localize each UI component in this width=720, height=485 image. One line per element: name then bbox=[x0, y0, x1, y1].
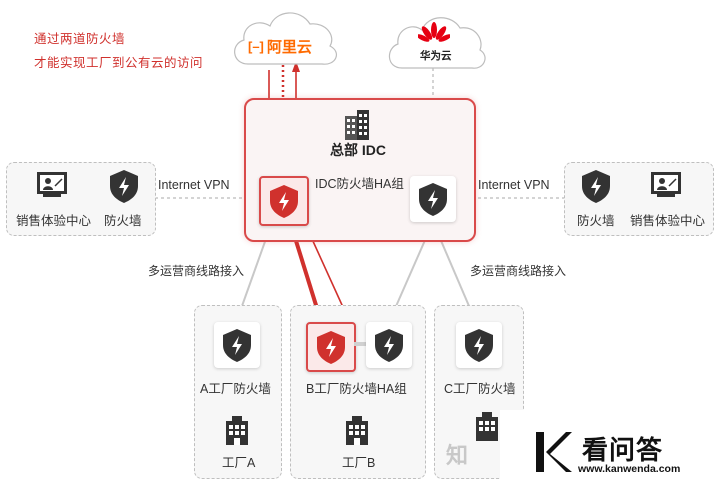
vpn-label-right: Internet VPN bbox=[478, 178, 550, 192]
red-arrow-up bbox=[292, 61, 300, 72]
right-fw-label: 防火墙 bbox=[577, 214, 615, 228]
cloud-icon bbox=[234, 12, 338, 65]
shield-icon bbox=[317, 331, 345, 364]
presentation-icon bbox=[34, 168, 70, 204]
shield-icon bbox=[106, 168, 142, 204]
shield-icon bbox=[465, 329, 493, 362]
right-sales-label: 销售体验中心 bbox=[630, 214, 706, 228]
huawei-flower-icon bbox=[416, 22, 452, 51]
factory-c-firewall[interactable] bbox=[456, 322, 502, 368]
shield-icon bbox=[578, 168, 614, 204]
factory-a-fw-label: A工厂防火墙 bbox=[200, 382, 271, 396]
factory-b-fw-label: B工厂防火墙HA组 bbox=[306, 382, 407, 396]
shield-icon bbox=[270, 185, 298, 218]
watermark-url: www.kanwenda.com bbox=[578, 463, 681, 475]
huawei-logo-text: 华为云 bbox=[420, 50, 452, 62]
hq-title: 总部 IDC bbox=[330, 142, 386, 158]
watermark-title: 看问答 bbox=[582, 435, 664, 465]
factory-b-firewall-secondary[interactable] bbox=[366, 322, 412, 368]
aliyun-logo-text: 阿里云 bbox=[266, 39, 312, 56]
huawei-cloud: 华为云 bbox=[382, 10, 486, 72]
note-line1: 通过两道防火墙 bbox=[34, 32, 126, 46]
factory-building-icon bbox=[342, 414, 372, 446]
note-line2: 才能实现工厂到公有云的访问 bbox=[34, 56, 204, 70]
hq-ha-label: IDC防火墙HA组 bbox=[315, 177, 404, 191]
red-arrow-shaft-2 bbox=[306, 227, 348, 317]
building-icon bbox=[343, 110, 371, 145]
vpn-label-left: Internet VPN bbox=[158, 178, 230, 192]
factory-a-firewall[interactable] bbox=[214, 322, 260, 368]
factory-building-icon bbox=[472, 410, 502, 442]
factory-building-icon bbox=[222, 414, 252, 446]
aliyun-logo: [–] 阿里云 bbox=[248, 36, 312, 57]
idc-firewall-secondary[interactable] bbox=[410, 176, 456, 222]
presentation-icon bbox=[648, 168, 684, 204]
shield-icon bbox=[223, 329, 251, 362]
factory-b-firewall-primary[interactable] bbox=[306, 322, 356, 372]
factory-a-name: 工厂A bbox=[222, 456, 256, 470]
idc-firewall-primary[interactable] bbox=[259, 176, 309, 226]
cloud-icon bbox=[388, 17, 486, 69]
aliyun-bracket-icon: [–] bbox=[248, 39, 264, 54]
ha-link-factory-b bbox=[354, 342, 366, 346]
shield-icon bbox=[419, 183, 447, 216]
left-fw-label: 防火墙 bbox=[104, 214, 142, 228]
kanwenda-logo-icon bbox=[532, 430, 572, 479]
aliyun-cloud: [–] 阿里云 bbox=[226, 4, 342, 70]
factory-c-fw-label: C工厂防火墙 bbox=[444, 382, 516, 396]
watermark-partial-text: 知 bbox=[446, 443, 469, 468]
isp-label-right: 多运营商线路接入 bbox=[470, 264, 567, 278]
shield-icon bbox=[375, 329, 403, 362]
left-sales-label: 销售体验中心 bbox=[16, 214, 92, 228]
isp-label-left: 多运营商线路接入 bbox=[148, 264, 245, 278]
red-link-factory-b bbox=[290, 227, 322, 319]
factory-b-name: 工厂B bbox=[342, 456, 376, 470]
